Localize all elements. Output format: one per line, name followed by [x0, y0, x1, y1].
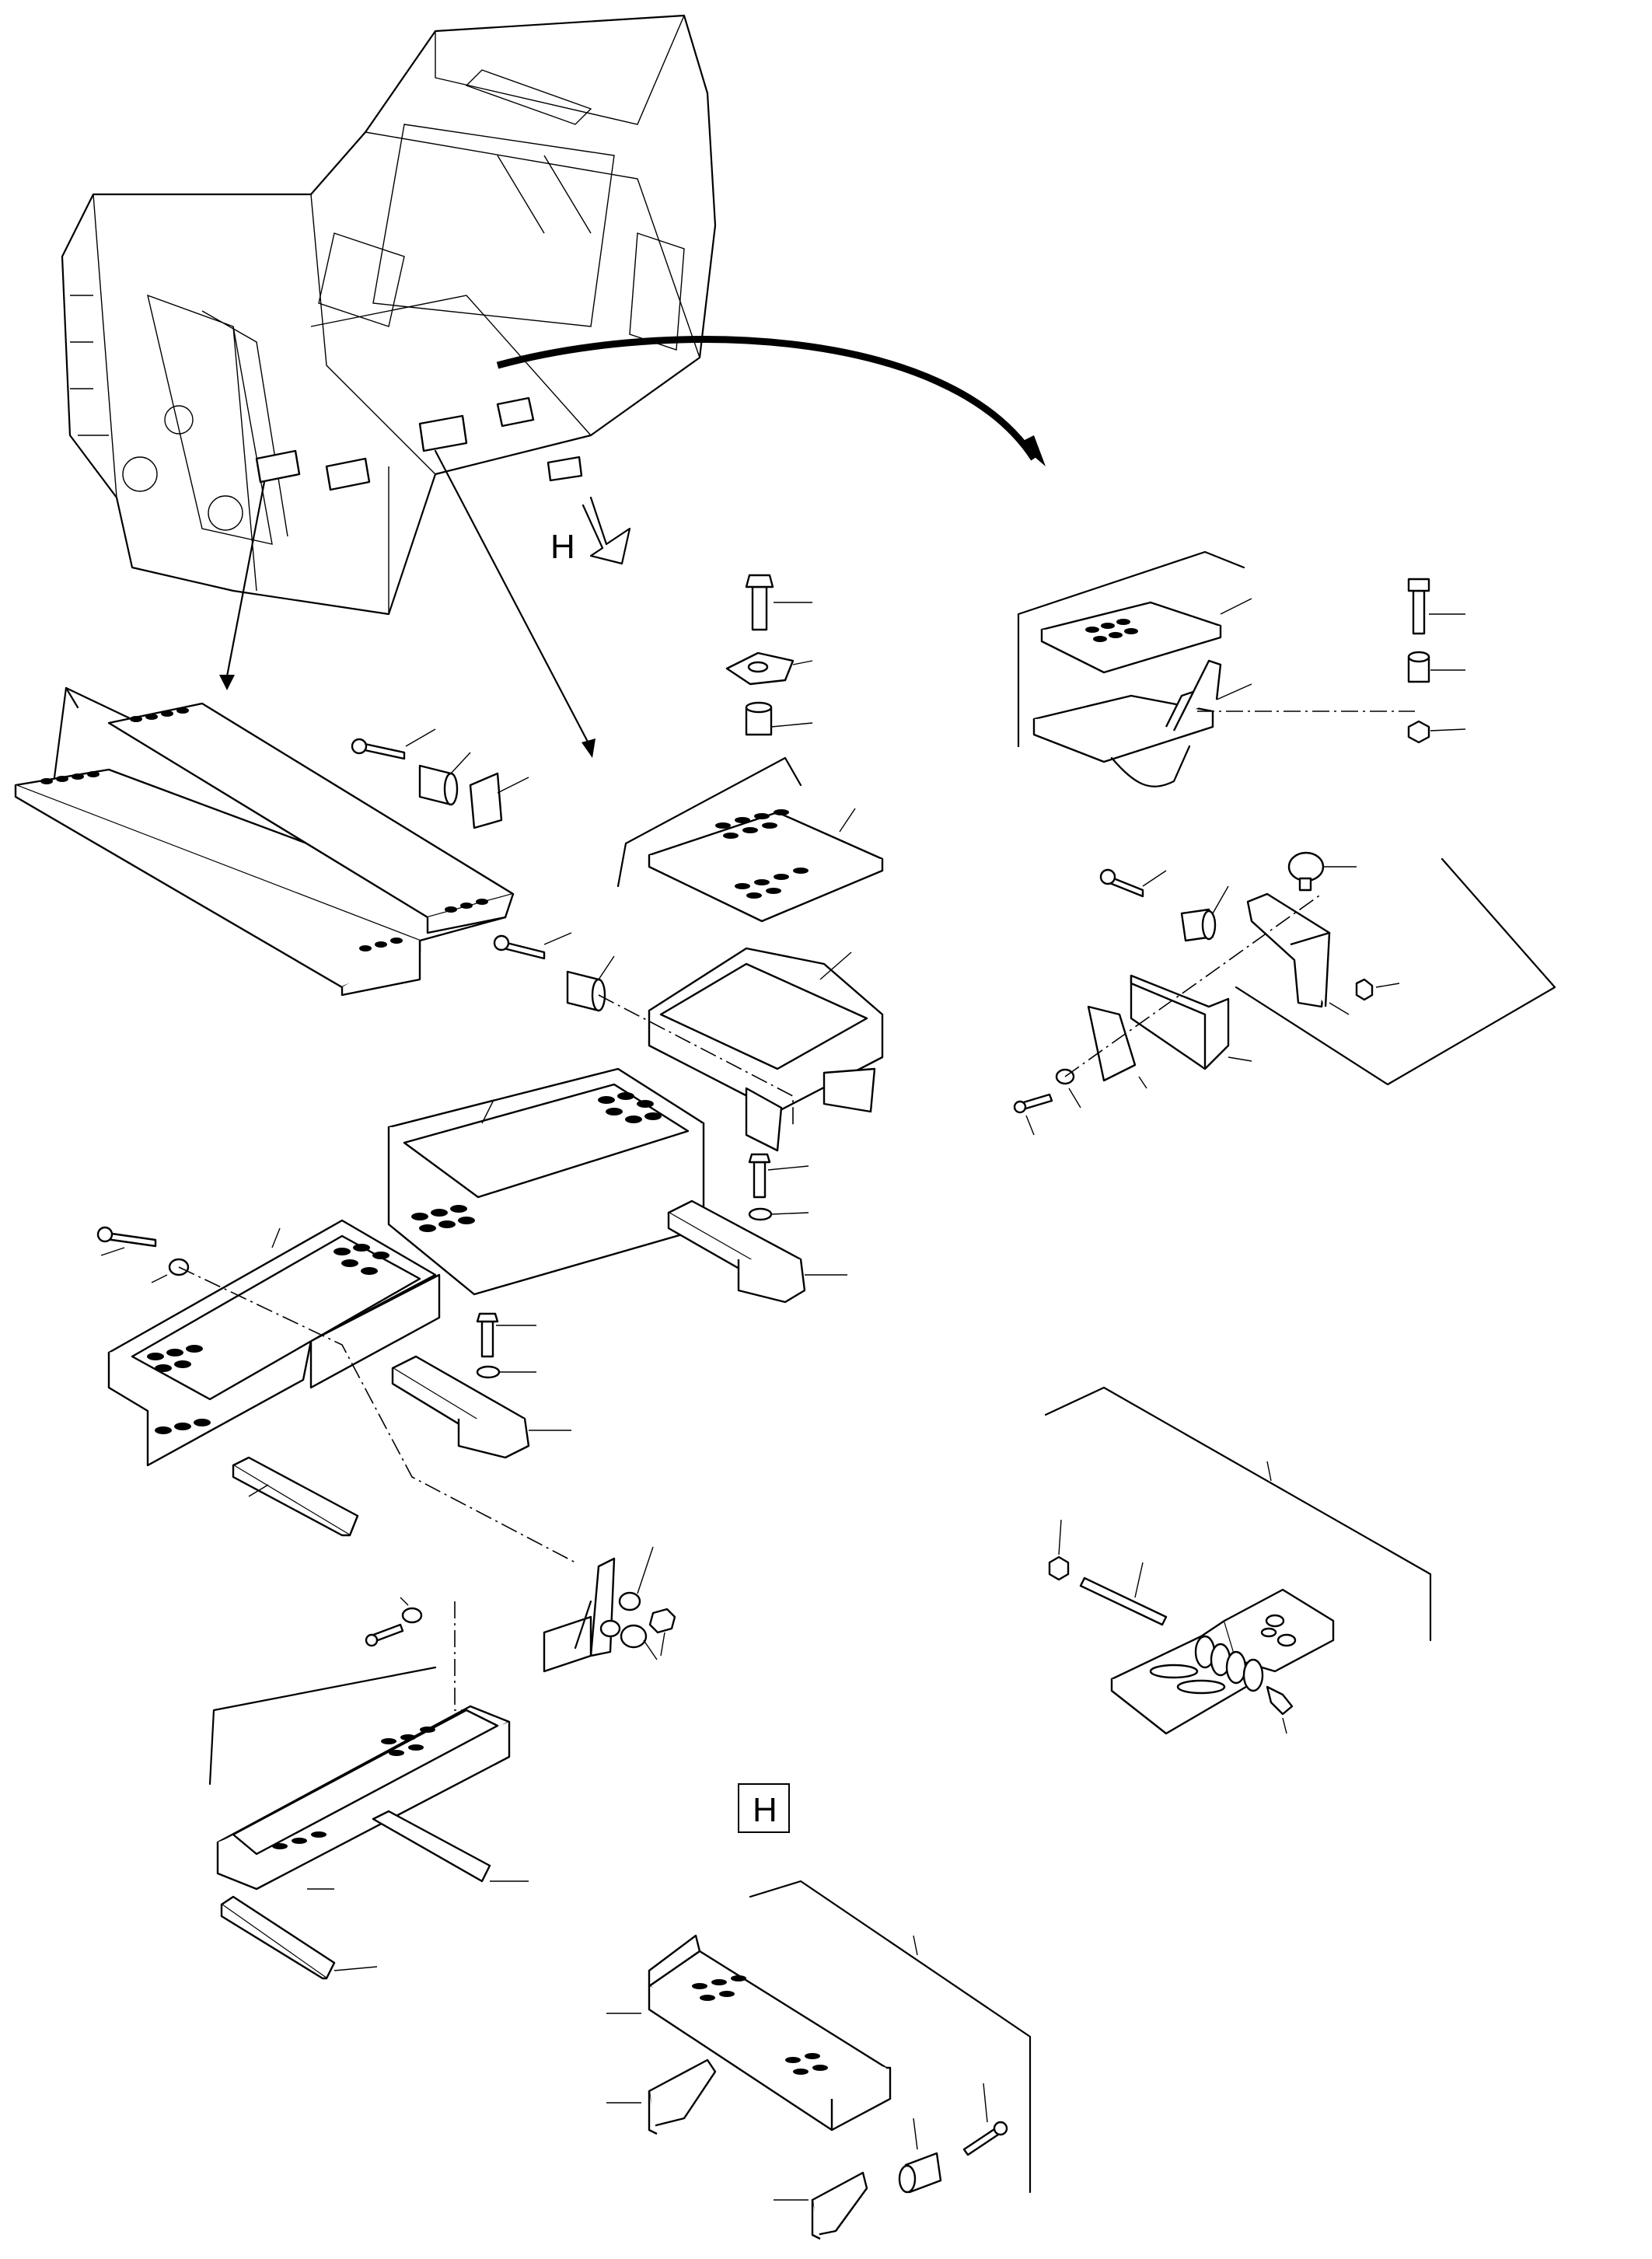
detail-h-label: H [753, 1791, 777, 1829]
bottom-left-step [208, 1666, 529, 1891]
right-top-tray-assembly [1017, 550, 1415, 787]
right-hinge-assembly [1013, 851, 1556, 1136]
center-perforated-tray [387, 1067, 705, 1296]
center-bolt-spacer [493, 932, 794, 1127]
channel-rail-1 [232, 1456, 359, 1537]
side-bracket-washers [543, 1546, 676, 1673]
machine-overview [61, 14, 717, 616]
right-lower-hinge [1044, 1386, 1432, 1735]
view-h-arrow: H [550, 496, 631, 566]
center-bracket-2 [391, 1312, 571, 1459]
tray-box [648, 947, 884, 1152]
view-h-label: H [550, 528, 575, 566]
rail-fasteners [351, 728, 529, 829]
long-rail-assembly [14, 686, 515, 997]
detail-h-box: H [738, 1783, 790, 1833]
center-top-fasteners [725, 574, 813, 736]
detail-h-step-assembly [606, 1880, 1032, 2240]
perforated-cover [616, 756, 884, 923]
right-top-fasteners [1407, 578, 1466, 744]
channel-rail-2 [220, 1895, 378, 1980]
callout-arrows [219, 336, 1046, 758]
center-bracket-1 [667, 1153, 847, 1304]
left-perforated-step [96, 1219, 576, 1563]
lower-left-fasteners [365, 1597, 463, 1711]
